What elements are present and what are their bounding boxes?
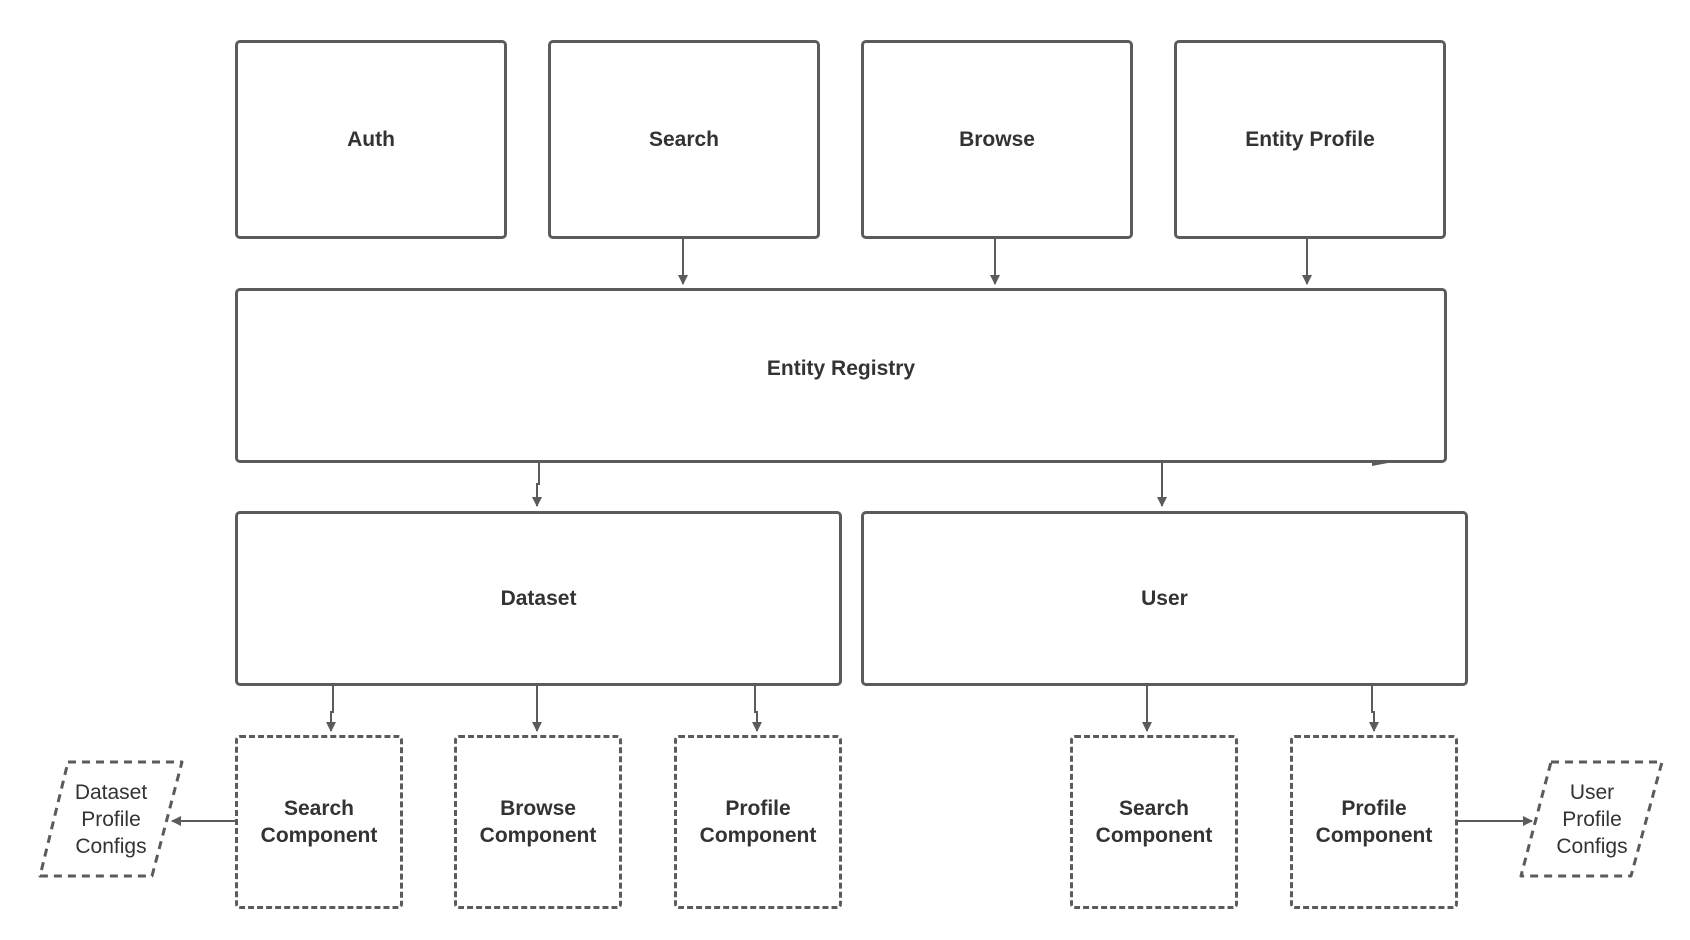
user-profile-component: Profile Component	[1290, 735, 1458, 909]
edge-registry-to-dataset	[532, 462, 542, 507]
dataset-configs-shape	[38, 760, 184, 878]
dataset-browse-component-label: Browse Component	[479, 797, 597, 847]
entity-profile-module: Entity Profile	[1174, 40, 1446, 239]
auth-module: Auth	[235, 40, 507, 239]
dataset-entity-label: Dataset	[500, 587, 577, 610]
user-search-component: Search Component	[1070, 735, 1238, 909]
dataset-profile-component-label: Profile Component	[699, 797, 817, 847]
browse-module-label: Browse	[959, 128, 1035, 151]
user-entity-label: User	[1141, 587, 1188, 610]
search-module: Search	[548, 40, 820, 239]
dataset-search-component-label: Search Component	[260, 797, 378, 847]
user-entity: User	[861, 511, 1468, 686]
dataset-profile-configs-label: Dataset Profile Configs	[74, 780, 148, 858]
dataset-search-component: Search Component	[235, 735, 403, 909]
auth-module-label: Auth	[347, 128, 395, 151]
dataset-entity: Dataset	[235, 511, 842, 686]
edge-user-to-profile-component	[1369, 684, 1379, 732]
browse-module: Browse	[861, 40, 1133, 239]
entity-registry: Entity Registry	[235, 288, 1447, 463]
dataset-profile-component: Profile Component	[674, 735, 842, 909]
dataset-browse-component: Browse Component	[454, 735, 622, 909]
user-profile-component-label: Profile Component	[1315, 797, 1433, 847]
entity-registry-label: Entity Registry	[766, 357, 916, 380]
user-configs-shape	[1519, 760, 1664, 878]
search-module-label: Search	[648, 128, 720, 151]
user-search-component-label: Search Component	[1095, 797, 1213, 847]
edge-dataset-to-profile-component	[752, 684, 762, 732]
user-profile-configs-label: User Profile Configs	[1556, 780, 1628, 858]
entity-profile-module-label: Entity Profile	[1245, 128, 1375, 151]
edge-dataset-to-search-component	[326, 684, 336, 732]
